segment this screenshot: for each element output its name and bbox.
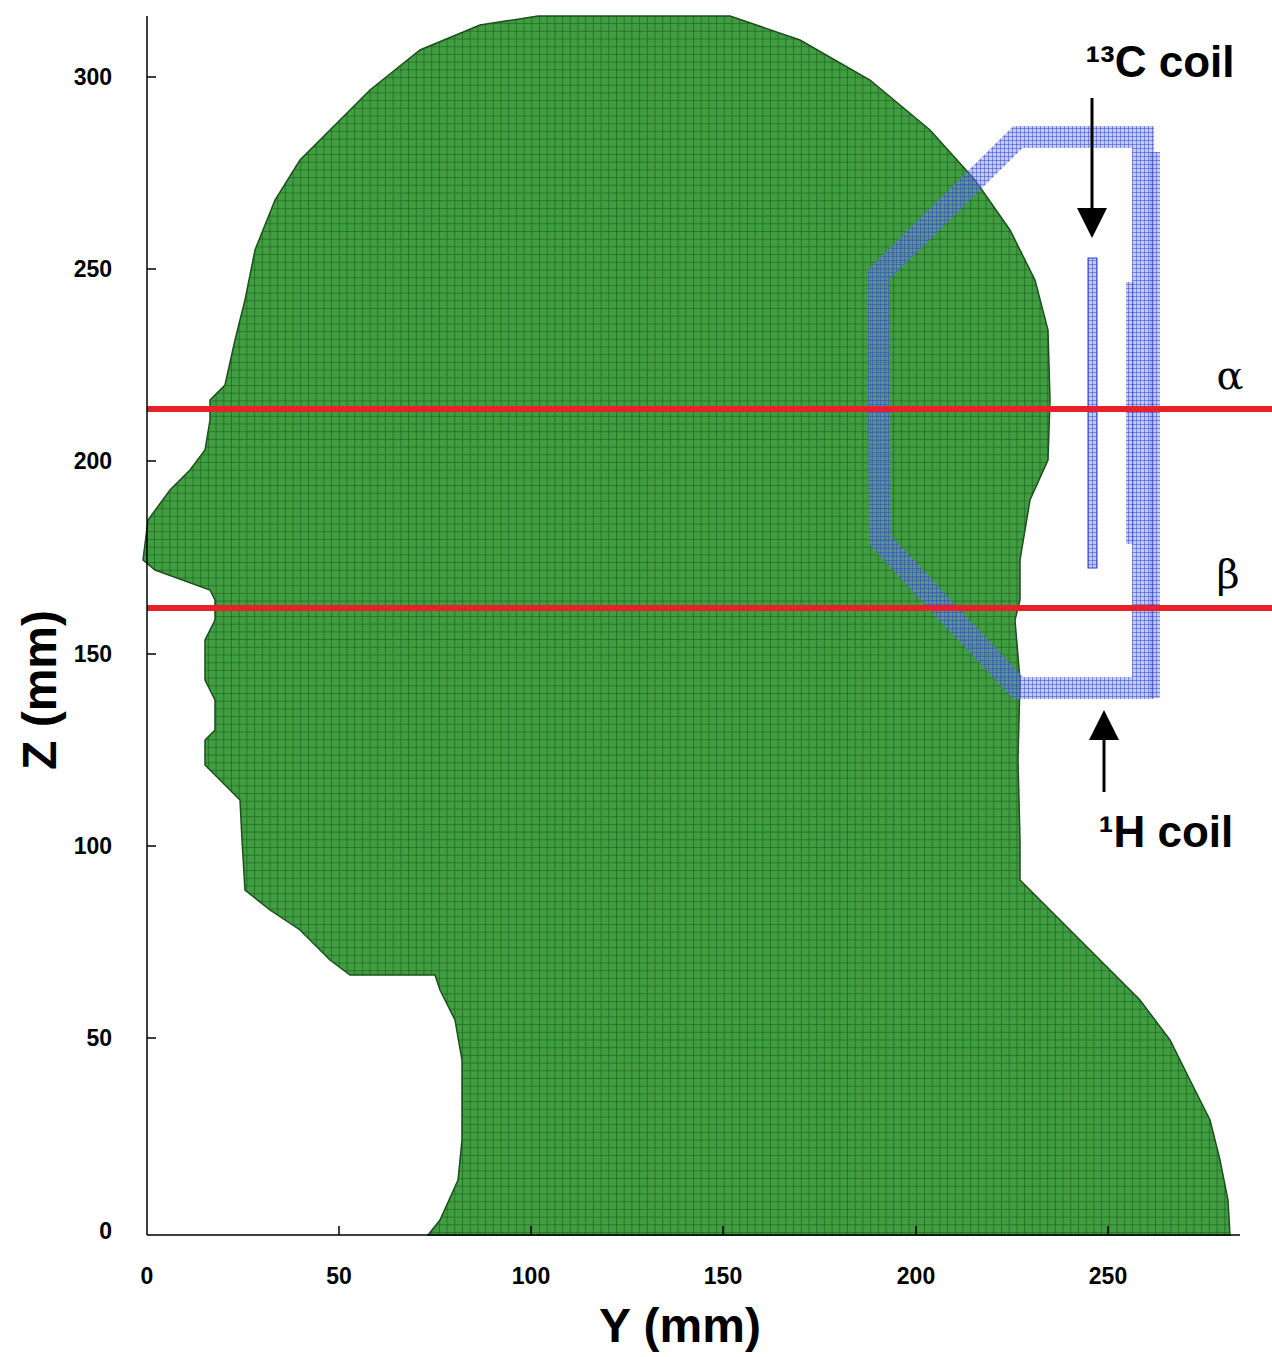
head-model [143, 16, 1230, 1235]
tick-label: 0 [141, 1265, 154, 1288]
h-coil-outer [1150, 152, 1160, 698]
coil-label: ¹H coil [1099, 810, 1233, 854]
tick-label: 200 [74, 450, 112, 473]
leader-arrow [1091, 98, 1094, 232]
slice-beta [147, 605, 1272, 611]
axis-title: Y (mm) [599, 1302, 761, 1350]
tick-label: 150 [74, 643, 112, 666]
tick-label: 50 [326, 1265, 352, 1288]
axes [147, 16, 1240, 1235]
tick-label: 50 [86, 1027, 112, 1050]
leader-arrow [1103, 716, 1106, 792]
tick-label: 150 [704, 1265, 742, 1288]
tick-label: 300 [74, 66, 112, 89]
tick-label: 250 [74, 258, 112, 281]
tick-label: 0 [99, 1220, 112, 1243]
tick-label: 250 [1089, 1265, 1127, 1288]
slice-label: β [1216, 554, 1239, 594]
slice-alpha [147, 406, 1272, 412]
tick-label: 100 [74, 835, 112, 858]
h-coil-inner [1126, 282, 1134, 544]
tick-label: 200 [897, 1265, 935, 1288]
tick-label: 100 [512, 1265, 550, 1288]
slice-label: α [1216, 355, 1243, 395]
axis-title: Z (mm) [16, 610, 64, 770]
coil-label: ¹³C coil [1085, 40, 1234, 84]
c-coil [1088, 258, 1097, 568]
